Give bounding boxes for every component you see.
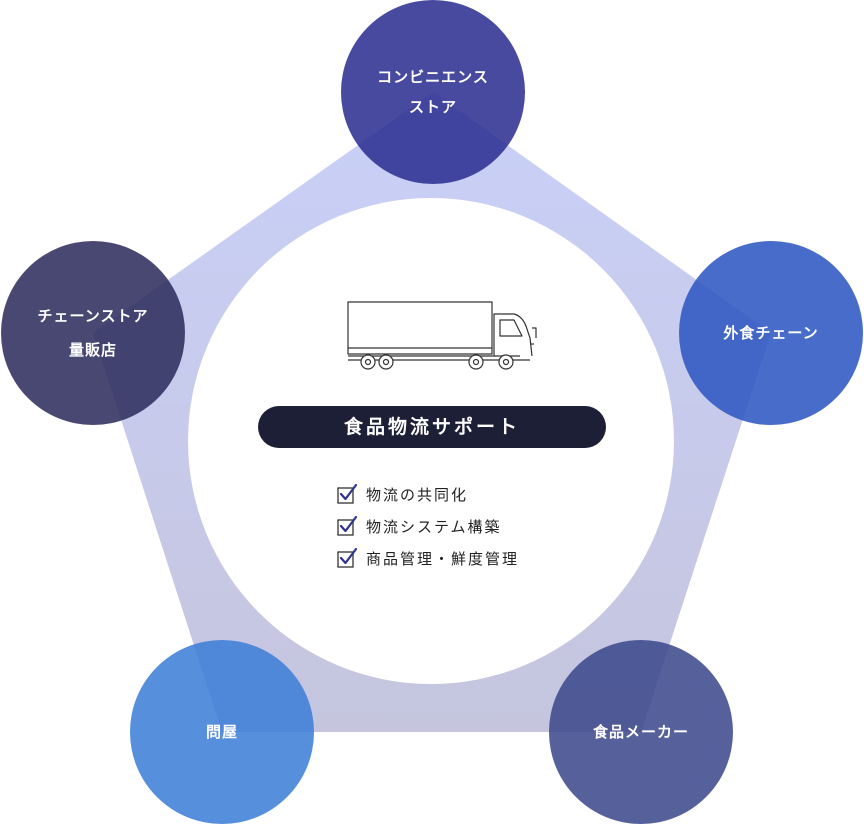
feature-item: 物流の共同化 — [336, 478, 519, 510]
feature-label: 物流システム構築 — [366, 517, 502, 536]
node-circle-bottom-right — [549, 640, 733, 824]
node-circle-top — [341, 0, 525, 184]
node-food-manufacturer: 食品メーカー — [592, 723, 690, 741]
node-convenience-store-line1: コンビニエンス — [377, 68, 489, 86]
checkbox-checked-icon — [337, 515, 358, 536]
node-chain-store: チェーンストア 量販店 — [38, 299, 149, 367]
node-convenience-store: コンビニエンス ストア — [377, 62, 489, 122]
node-convenience-store-line2: ストア — [408, 98, 458, 116]
feature-item: 商品管理・鮮度管理 — [336, 542, 519, 574]
node-circle-bottom-left — [130, 640, 314, 824]
node-chain-store-line1: チェーンストア — [37, 307, 149, 325]
feature-label: 物流の共同化 — [366, 485, 469, 504]
truck-icon — [347, 301, 537, 370]
service-title-pill: 食品物流サポート — [258, 406, 606, 448]
checkbox-checked-icon — [337, 483, 358, 504]
node-restaurant-chain: 外食チェーン — [723, 324, 819, 342]
node-wholesaler: 問屋 — [205, 723, 239, 741]
feature-item: 物流システム構築 — [336, 510, 519, 542]
checkbox-checked-icon — [337, 547, 358, 568]
node-circle-left — [1, 241, 185, 425]
feature-list: 物流の共同化 物流システム構築 商品管理・鮮度管理 — [336, 478, 519, 574]
feature-label: 商品管理・鮮度管理 — [366, 549, 520, 568]
node-chain-store-line2: 量販店 — [68, 341, 118, 359]
node-circle-right — [679, 241, 863, 425]
